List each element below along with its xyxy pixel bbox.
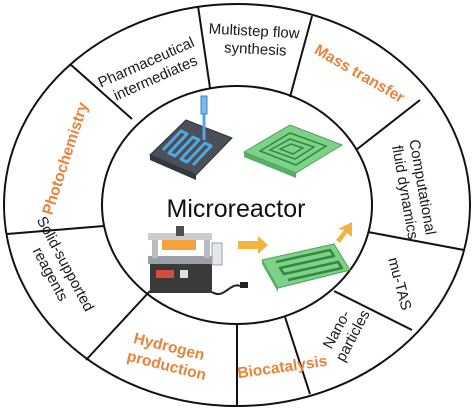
serpentine-chip-illustration — [149, 95, 233, 180]
lab-device-illustration — [148, 226, 248, 295]
center-title: Microreactor — [167, 195, 306, 223]
spiral-chip-illustration — [242, 124, 344, 178]
segment-multistep-flow-synthesis: Multistep flow synthesis — [207, 21, 304, 61]
segment-dividers — [6, 5, 465, 406]
flow-chip-illustration — [238, 222, 352, 292]
